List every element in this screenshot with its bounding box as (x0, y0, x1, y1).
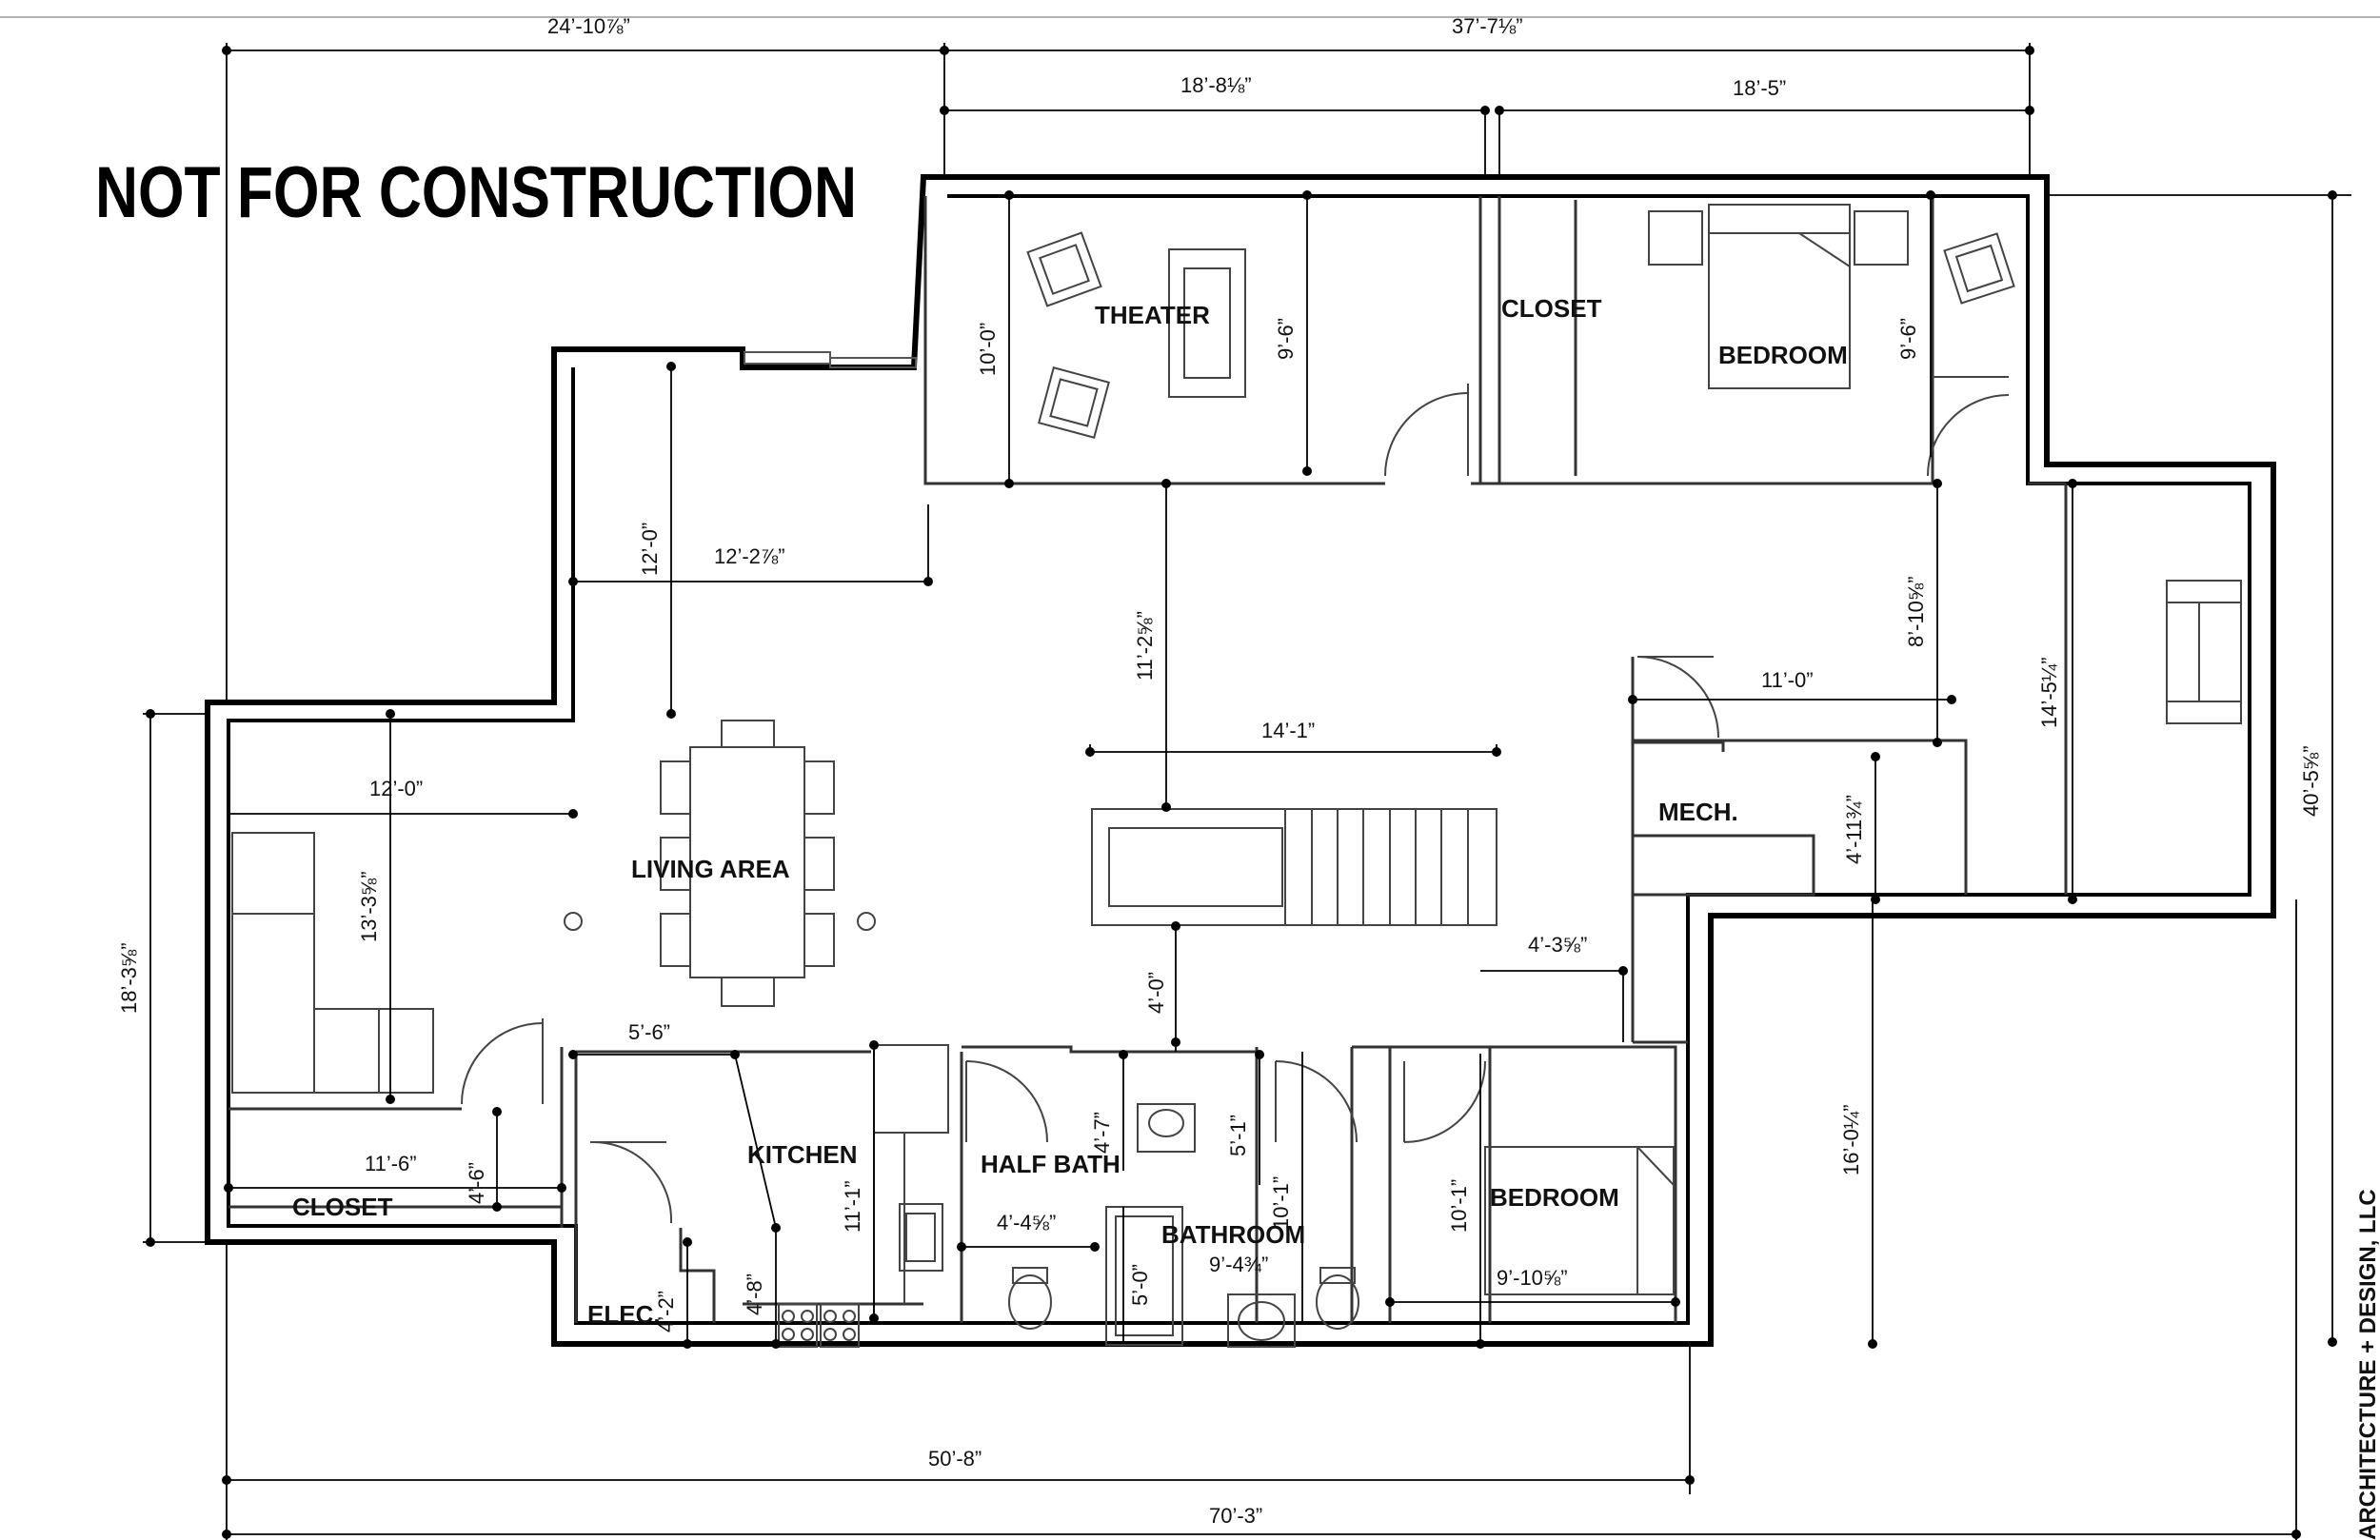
room-label-mech: MECH. (1658, 798, 1738, 826)
interior-walls (228, 196, 2068, 1323)
window-openings (744, 351, 917, 368)
dim-closet-depth: 4’-6” (465, 1162, 488, 1204)
room-label-closet-top: CLOSET (1501, 294, 1602, 323)
dim-half-bath-depth: 4’-7” (1090, 1112, 1114, 1154)
dim-bedroom-inner: 9’-6” (1896, 318, 1920, 360)
room-label-half-bath: HALF BATH (981, 1150, 1121, 1178)
dimension-texts: 24’-10⅞” 37’-7⅛” 18’-8⅛” 18’-5” 12’-2⅞” … (365, 14, 1814, 1528)
firm-watermark: ARCHITECTURE + DESIGN, LLC (2355, 1189, 2380, 1540)
dim-top-right: 37’-7⅛” (1452, 14, 1523, 38)
dim-lower-width: 50’-8” (928, 1447, 982, 1471)
dim-entry-depth: 12’-0” (638, 523, 662, 576)
dim-bath-width: 9’-4¾” (1209, 1253, 1268, 1276)
right-room-sofa (2166, 580, 2242, 724)
room-label-elec: ELEC. (587, 1300, 661, 1329)
dining-set (564, 720, 876, 1007)
dim-top-left: 24’-10⅞” (547, 14, 630, 38)
dim-left-depth: 18’-3⅝” (117, 942, 141, 1014)
dim-mech-offset: 4’-3⅝” (1528, 933, 1587, 957)
dim-theater-depth: 10’-0” (976, 323, 1000, 376)
bottom-bedroom-bed (1484, 1146, 1675, 1295)
room-labels: THEATER CLOSET BEDROOM LIVING AREA MECH.… (292, 294, 1848, 1329)
room-label-bathroom: BATHROOM (1161, 1220, 1305, 1249)
room-label-kitchen: KITCHEN (747, 1140, 858, 1169)
dim-tub-depth: 5’-0” (1128, 1264, 1152, 1306)
dim-overall-depth: 40’-5⅝” (2299, 745, 2323, 817)
dim-elec-depth: 4’-2” (654, 1291, 678, 1333)
dim-bedroom-width-bottom: 9’-10⅝” (1497, 1266, 1568, 1290)
bath-fixtures (1008, 1103, 1359, 1348)
room-label-bedroom-top: BEDROOM (1718, 341, 1848, 369)
dim-living-width: 12’-0” (369, 777, 423, 800)
dim-theater-width: 18’-8⅛” (1180, 73, 1252, 97)
room-label-living-area: LIVING AREA (631, 855, 790, 883)
dim-mech-depth: 4’-11¾” (1842, 795, 1866, 864)
vertical-dimension-texts: 10’-0” 9’-6” 9’-6” 12’-0” 11’-2⅝” 8’-10⅝… (117, 318, 2323, 1333)
theater-furniture (1026, 231, 1246, 439)
dimension-markers (146, 46, 2337, 1539)
dim-theater-inner: 9’-6” (1274, 318, 1298, 360)
dim-kitchen-depth: 11’-1” (841, 1180, 864, 1233)
dim-living-depth: 13’-3⅝” (357, 871, 381, 942)
dim-entry-width: 12’-2⅞” (714, 544, 785, 568)
staircase (1091, 808, 1497, 926)
room-label-closet-left: CLOSET (292, 1193, 393, 1221)
dimension-lines (143, 43, 2351, 1540)
room-label-theater: THEATER (1095, 301, 1210, 329)
living-sofa (231, 832, 434, 1094)
dim-lower-right-depth: 16’-0¼” (1839, 1104, 1863, 1175)
dim-stair-to-bath: 4’-0” (1144, 972, 1168, 1014)
room-label-bedroom-bottom: BEDROOM (1490, 1183, 1619, 1212)
dim-hall-depth: 11’-2⅝” (1133, 611, 1157, 681)
dim-right-room-depth: 14’-5¼” (2037, 657, 2061, 728)
dim-right-upper: 8’-10⅝” (1904, 576, 1928, 647)
dim-mech-width: 11’-0” (1761, 668, 1814, 692)
dim-stair-width: 14’-1” (1261, 719, 1315, 742)
dim-closet-width: 11’-6” (365, 1152, 417, 1175)
dim-kitchen-width: 5’-6” (628, 1020, 670, 1044)
top-bedroom-furniture (1648, 204, 2015, 389)
dim-kitchen-counter: 4’-8” (743, 1273, 766, 1315)
dim-half-bath-width: 4’-4⅝” (997, 1211, 1056, 1234)
door-swings (461, 376, 2010, 1224)
banner-not-for-construction: NOT FOR CONSTRUCTION (95, 152, 857, 233)
dim-overall-width: 70’-3” (1209, 1504, 1262, 1528)
dim-bath-sink-depth: 5’-1” (1226, 1115, 1250, 1156)
dim-bedroom-depth: 10’-1” (1447, 1179, 1471, 1233)
dim-bedroom-width: 18’-5” (1733, 76, 1786, 100)
dim-bath-depth: 10’-1” (1269, 1176, 1293, 1230)
